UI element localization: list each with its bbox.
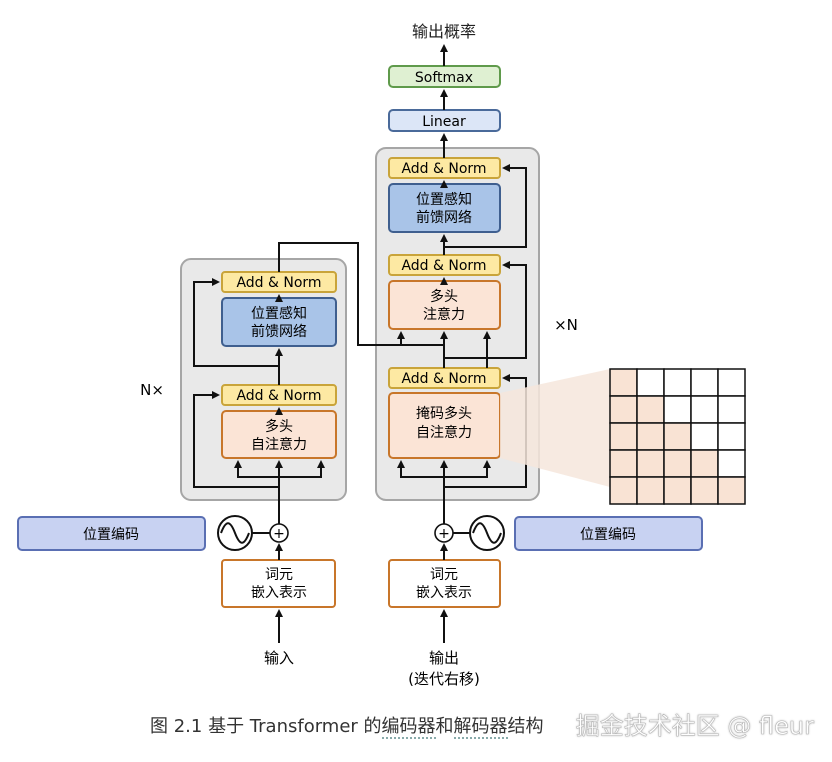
encoder-embedding-line1: 词元 [265,567,293,583]
decoder-masked-attention-line1: 掩码多头 [416,405,472,422]
mask-cell [690,476,719,505]
decoder-embedding-line2: 嵌入表示 [416,585,472,601]
decoder-addnorm-top-label: Add & Norm [401,161,486,177]
mask-cell [663,395,692,424]
decoder-ffn-line1: 位置感知 [416,191,472,208]
mask-cell [690,449,719,478]
input-label: 输入 [264,649,294,667]
softmax-label: Softmax [415,70,473,86]
encoder-attention-line2: 自注意力 [251,436,307,453]
caption-term-decoder: 解码器 [453,716,508,739]
mask-cell [609,368,638,397]
attention-mask-grid [609,368,746,505]
mask-cell [690,422,719,451]
decoder-plus-sign: + [438,526,450,542]
decoder-cross-attention-line2: 注意力 [423,306,465,323]
mask-cell [690,368,719,397]
mask-cell [663,422,692,451]
decoder-positional-encoding-label: 位置编码 [580,527,636,543]
decoder-sine-wave-icon [469,515,505,551]
decoder-addnorm-bottom-label: Add & Norm [401,371,486,387]
mask-cell [717,395,746,424]
mask-cell [609,449,638,478]
output-label-line1: 输出 [429,649,459,667]
mask-cell [663,368,692,397]
decoder-ffn-line2: 前馈网络 [416,209,472,226]
caption-mid: 和 [435,716,454,737]
encoder-attention-line1: 多头 [265,418,293,435]
encoder-embedding-line2: 嵌入表示 [251,585,307,601]
mask-cell [609,476,638,505]
encoder-add-icon: + [269,523,289,543]
encoder-plus-sign: + [273,526,285,542]
decoder-embedding-line1: 词元 [430,567,458,583]
connectors [193,44,527,643]
encoder-positional-encoding-box [17,516,206,551]
mask-cell [636,449,665,478]
output-label-line2: (迭代右移) [408,670,480,688]
output-probability-label: 输出概率 [412,22,476,41]
decoder-addnorm-mid-label: Add & Norm [401,258,486,274]
encoder-addnorm-bottom-label: Add & Norm [236,388,321,404]
decoder-cross-attention-line1: 多头 [430,288,458,305]
encoder-ffn-line1: 位置感知 [251,305,307,322]
decoder-masked-attention-line2: 自注意力 [416,424,472,441]
encoder-repeat-label: N× [140,381,164,399]
mask-cell [717,368,746,397]
encoder-sine-wave-icon [217,515,253,551]
encoder-ffn-line2: 前馈网络 [251,323,307,340]
encoder-addnorm-top-label: Add & Norm [236,275,321,291]
mask-cell [717,449,746,478]
mask-cell [636,476,665,505]
mask-cell [636,368,665,397]
decoder-repeat-label: ×N [554,316,578,334]
caption-term-encoder: 编码器 [381,716,436,739]
mask-cell [663,476,692,505]
mask-cell [609,422,638,451]
mask-cell [690,395,719,424]
watermark: 掘金技术社区 @ fleur [575,712,814,741]
figure-caption: 图 2.1 基于 Transformer 的编码器和解码器结构 [150,712,544,739]
mask-cell [609,395,638,424]
mask-cell [717,476,746,505]
mask-cell [717,422,746,451]
mask-cell [636,422,665,451]
decoder-positional-encoding-box [514,516,703,551]
decoder-add-icon: + [434,523,454,543]
mask-cell [636,395,665,424]
caption-suffix: 结构 [507,716,544,737]
mask-cell [663,449,692,478]
encoder-positional-encoding-label: 位置编码 [83,527,139,543]
mask-projection [500,369,610,487]
linear-label: Linear [422,114,466,130]
caption-prefix: 图 2.1 基于 Transformer 的 [150,716,382,737]
